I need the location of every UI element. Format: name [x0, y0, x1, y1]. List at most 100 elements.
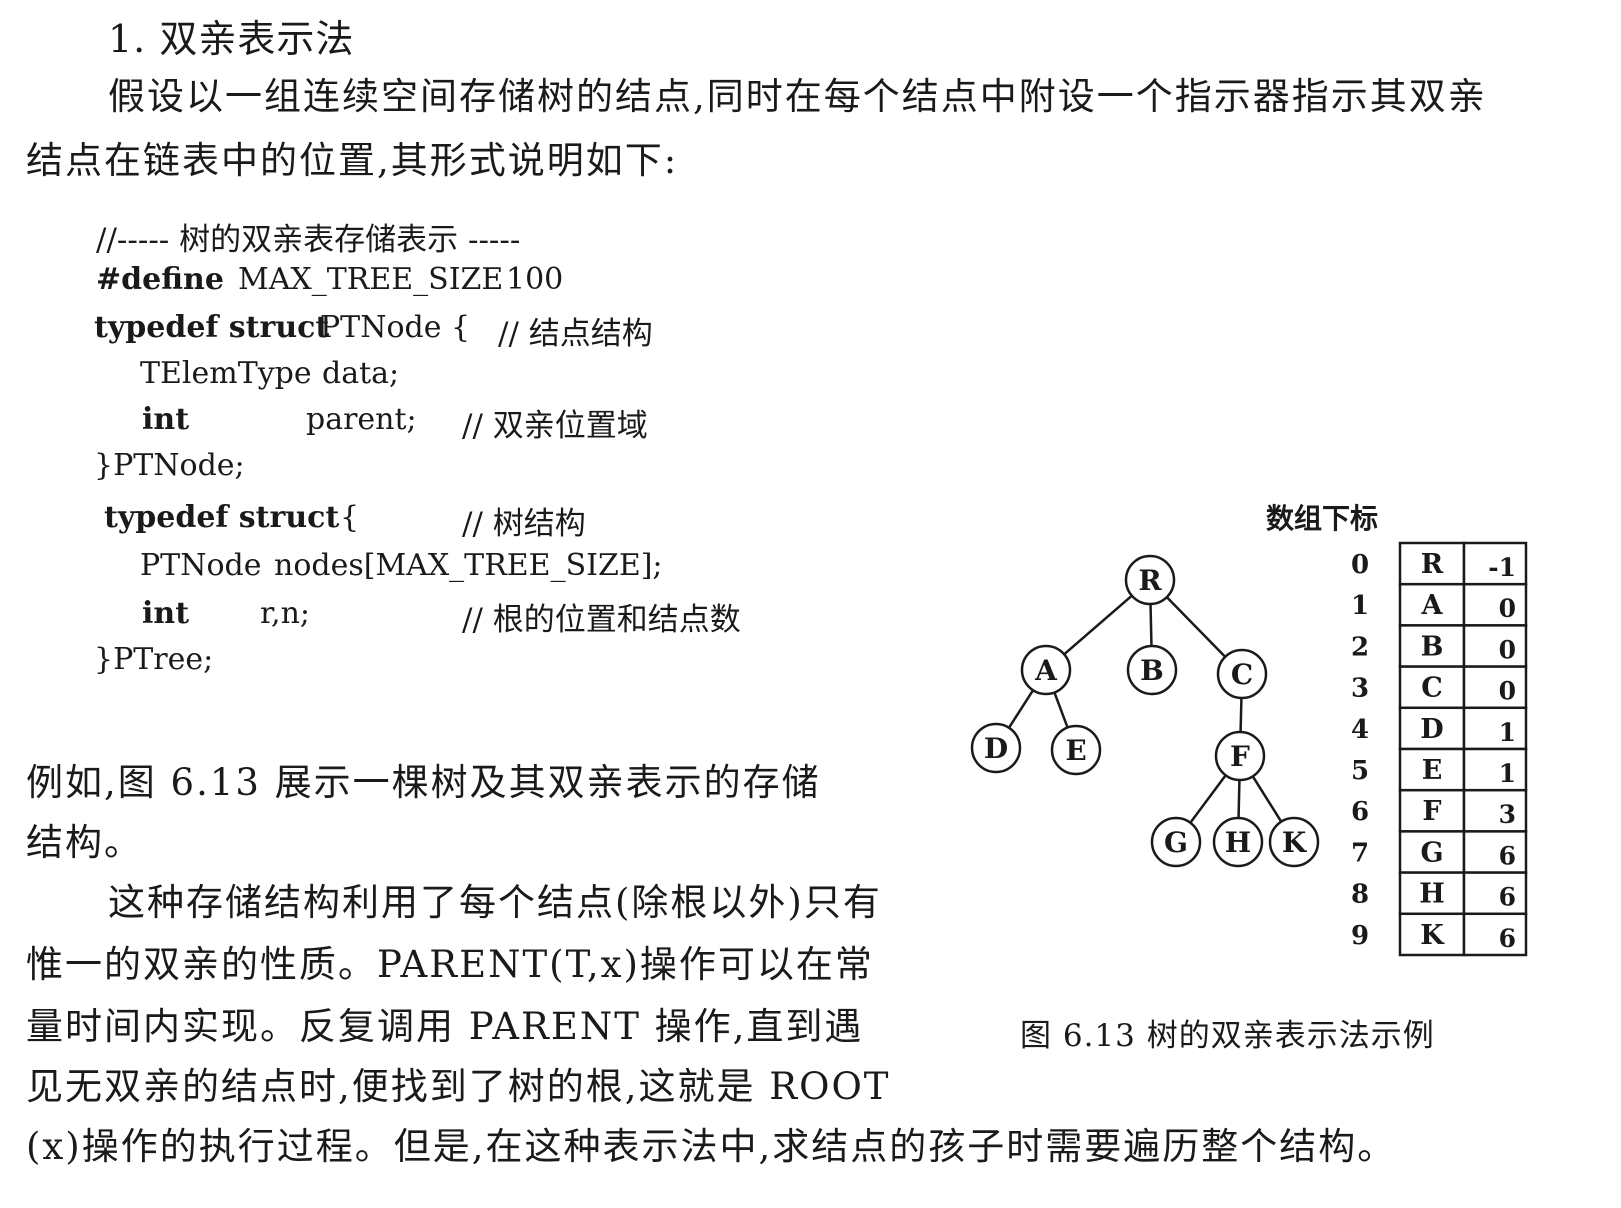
- body-p2-line2: 惟一的双亲的性质。PARENT(T,x)操作可以在常: [26, 943, 874, 986]
- tree-node-K: [1268, 816, 1320, 868]
- table-index-0: 0: [1351, 550, 1369, 580]
- table-cell-parent: [1462, 912, 1528, 957]
- table-data-B: B: [1421, 631, 1444, 662]
- tree-edges: [1007, 594, 1283, 824]
- tree-node-label-D: D: [984, 732, 1008, 765]
- tree-node-D: [970, 722, 1022, 774]
- tree-node-label-F: F: [1230, 740, 1250, 773]
- table-cell-parent: [1462, 871, 1528, 916]
- tree-node-label-C: C: [1231, 658, 1253, 691]
- table-parent-R: -1: [1488, 553, 1516, 582]
- table-parent-K: 6: [1499, 924, 1516, 953]
- tree-node-C: [1216, 648, 1268, 700]
- code-field1-type: TElemType: [140, 356, 312, 391]
- table-cell-parent: [1462, 830, 1528, 874]
- code-typedef2-comment: // 树结构: [462, 506, 586, 542]
- figure-caption: 图 6.13 树的双亲表示法示例: [1020, 1018, 1435, 1054]
- tree-edge-R-B: [1149, 603, 1153, 647]
- table-data-R: R: [1421, 549, 1444, 580]
- code-typedef1-comment: // 结点结构: [498, 316, 653, 352]
- table-index-7: 7: [1351, 838, 1369, 868]
- table-index-6: 6: [1351, 797, 1369, 827]
- tree-node-F: [1214, 730, 1266, 782]
- table-cell-parent: [1462, 624, 1528, 668]
- table-cell-data: [1398, 582, 1466, 627]
- table-cell-parent: [1462, 582, 1528, 627]
- code-field1-name: data;: [322, 356, 400, 391]
- table-cell-parent: [1462, 541, 1528, 586]
- code-typedef1-name: PTNode {: [320, 310, 471, 345]
- section-heading: 1. 双亲表示法: [108, 17, 355, 61]
- code-comment-header: //----- 树的双亲表存储表示 -----: [96, 222, 521, 258]
- tree-node-R: [1124, 554, 1176, 606]
- code-field2-name: parent;: [306, 402, 417, 437]
- tree-edge-F-H: [1237, 779, 1241, 819]
- table-cell-parent: [1462, 747, 1528, 792]
- tree-node-H: [1212, 816, 1264, 868]
- code-typedef1-keyword: typedef struct: [94, 310, 330, 345]
- index-header: 数组下标: [1266, 502, 1378, 535]
- table-data-H: H: [1419, 879, 1445, 910]
- table-index-9: 9: [1351, 921, 1369, 951]
- body-p1-line2: 结构。: [26, 821, 143, 864]
- tree-node-label-G: G: [1164, 826, 1188, 859]
- intro-line-2: 结点在链表中的位置,其形式说明如下:: [26, 139, 679, 182]
- table-data-D: D: [1420, 714, 1443, 745]
- code-define-keyword: #define: [96, 262, 224, 297]
- table-parent-D: 1: [1499, 718, 1516, 747]
- table-data-G: G: [1420, 837, 1443, 868]
- body-p2-line4: 见无双亲的结点时,便找到了树的根,这就是 ROOT: [26, 1065, 891, 1108]
- code-field4-name: r,n;: [260, 596, 311, 631]
- table-parent-B: 0: [1499, 635, 1516, 664]
- table-cell-data: [1398, 830, 1466, 874]
- table-data-F: F: [1422, 796, 1441, 827]
- code-field3-type: PTNode: [140, 548, 262, 583]
- tree-node-G: [1150, 816, 1202, 868]
- tree-node-E: [1050, 724, 1102, 776]
- tree-node-label-K: K: [1282, 826, 1308, 859]
- table-index-8: 8: [1351, 880, 1369, 910]
- table-parent-A: 0: [1499, 594, 1516, 623]
- table-parent-H: 6: [1499, 883, 1516, 912]
- tree-edge-A-D: [1007, 689, 1035, 729]
- tree-edge-R-C: [1165, 596, 1227, 658]
- tree-edge-R-A: [1063, 594, 1133, 656]
- code-field4-comment: // 根的位置和结点数: [462, 602, 741, 638]
- body-p2-line1: 这种存储结构利用了每个结点(除根以外)只有: [108, 881, 882, 924]
- table-index-1: 1: [1351, 591, 1369, 621]
- tree-node-label-A: A: [1034, 654, 1058, 687]
- table-cell-data: [1398, 788, 1466, 833]
- tree-edge-A-E: [1053, 692, 1069, 728]
- table-data-C: C: [1421, 673, 1443, 704]
- table-cell-parent: [1462, 706, 1528, 751]
- table-data-E: E: [1422, 755, 1443, 786]
- code-field2-comment: // 双亲位置域: [462, 408, 648, 444]
- tree-node-label-R: R: [1138, 564, 1162, 597]
- body-p2-line5: (x)操作的执行过程。但是,在这种表示法中,求结点的孩子时需要遍历整个结构。: [26, 1125, 1397, 1168]
- tree-node-label-H: H: [1225, 826, 1251, 859]
- table-data-A: A: [1421, 590, 1444, 621]
- tree-node-label-E: E: [1065, 734, 1086, 767]
- tree-edge-F-G: [1189, 774, 1227, 824]
- table-parent-F: 3: [1499, 800, 1516, 829]
- table-cell-data: [1398, 912, 1466, 957]
- code-close2: }PTree;: [94, 642, 214, 677]
- table-index-3: 3: [1351, 674, 1369, 704]
- table-index-2: 2: [1351, 632, 1369, 662]
- table-cell-parent: [1462, 665, 1528, 710]
- body-p2-line3: 量时间内实现。反复调用 PARENT 操作,直到遇: [26, 1005, 864, 1048]
- code-field3-name: nodes[MAX_TREE_SIZE];: [274, 548, 663, 583]
- tree-edge-F-K: [1251, 775, 1283, 823]
- intro-line-1: 假设以一组连续空间存储树的结点,同时在每个结点中附设一个指示器指示其双亲: [108, 75, 1487, 118]
- tree-node-label-B: B: [1140, 654, 1164, 687]
- code-typedef2-keyword: typedef struct: [104, 500, 340, 535]
- body-p1-line1: 例如,图 6.13 展示一棵树及其双亲表示的存储: [26, 761, 821, 804]
- code-define-value: 100: [506, 262, 564, 297]
- code-field2-type: int: [142, 402, 190, 437]
- code-define-name: MAX_TREE_SIZE: [238, 262, 504, 297]
- code-typedef2-brace: {: [340, 500, 360, 535]
